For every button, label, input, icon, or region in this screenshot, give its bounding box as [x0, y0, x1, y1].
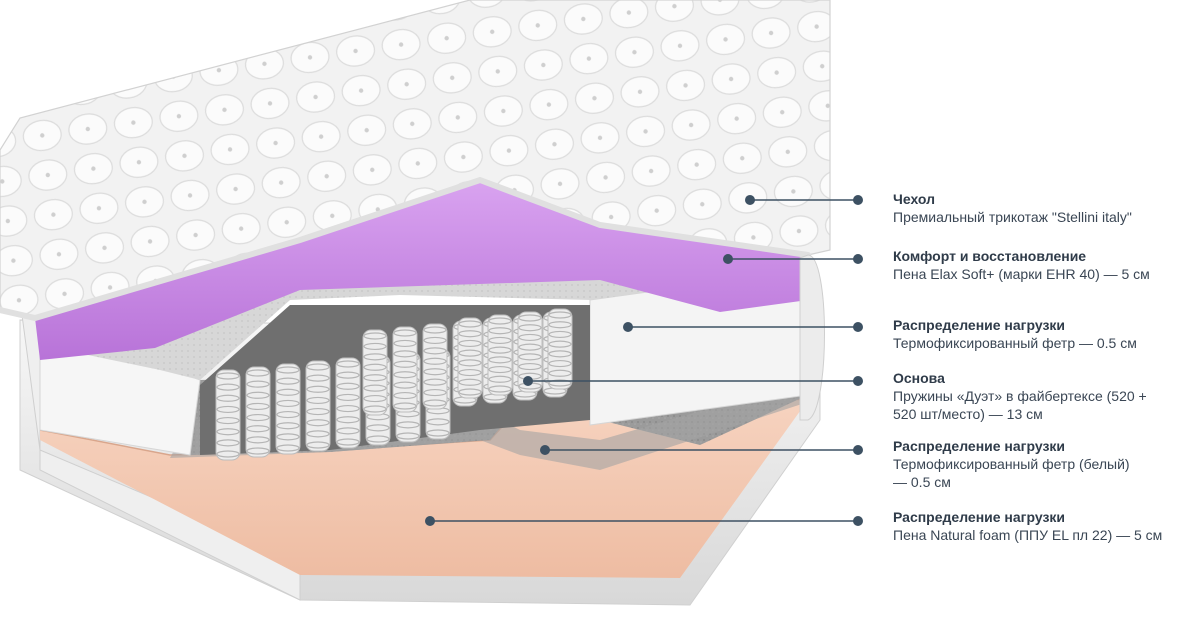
layer-description: Термофиксированный фетр — 0.5 см	[893, 335, 1137, 351]
leader-dot	[540, 445, 550, 455]
spring-coil	[422, 323, 448, 410]
leader-dot	[723, 254, 733, 264]
spring-coil	[215, 369, 241, 461]
spring-coil	[305, 360, 331, 452]
leader-dot	[853, 445, 863, 455]
layer-description: Термофиксированный фетр (белый) — 0.5 см	[893, 456, 1130, 490]
spring-coils	[215, 308, 573, 461]
spring-coil	[457, 317, 483, 399]
spring-coil	[487, 314, 513, 396]
base-foam-layer	[40, 385, 808, 578]
leader-dot	[425, 516, 435, 526]
layer-title: Распределение нагрузки	[893, 509, 1066, 525]
layer-description: Пружины «Дуэт» в файбертексе (520 + 520 …	[893, 388, 1147, 422]
leader-dot	[745, 195, 755, 205]
mattress-edge-roll	[799, 254, 825, 421]
leader-dot	[623, 322, 633, 332]
layer-title: Комфорт и восстановление	[893, 248, 1087, 264]
layer-title: Распределение нагрузки	[893, 438, 1066, 454]
leader-dot	[523, 376, 533, 386]
layer-description: Пена Natural foam (ППУ EL пл 22) — 5 см	[893, 527, 1163, 543]
leader-dot	[853, 195, 863, 205]
spring-coil	[275, 363, 301, 455]
spring-coil	[335, 357, 361, 449]
layer-title: Распределение нагрузки	[893, 317, 1066, 333]
leader-dot	[853, 376, 863, 386]
layer-title: Основа	[893, 370, 945, 386]
spring-coil	[362, 329, 388, 416]
spring-coil	[547, 308, 573, 390]
spring-coil	[245, 366, 271, 458]
comfort-foam-layer	[35, 180, 808, 360]
spring-coil	[392, 326, 418, 413]
layer-description: Премиальный трикотаж "Stellini italy"	[893, 209, 1132, 225]
leader-dot	[853, 516, 863, 526]
leader-dot	[853, 254, 863, 264]
layer-description: Пена Elax Soft+ (марки EHR 40) — 5 см	[893, 266, 1150, 282]
layer-title: Чехол	[893, 191, 935, 207]
leader-dot	[853, 322, 863, 332]
